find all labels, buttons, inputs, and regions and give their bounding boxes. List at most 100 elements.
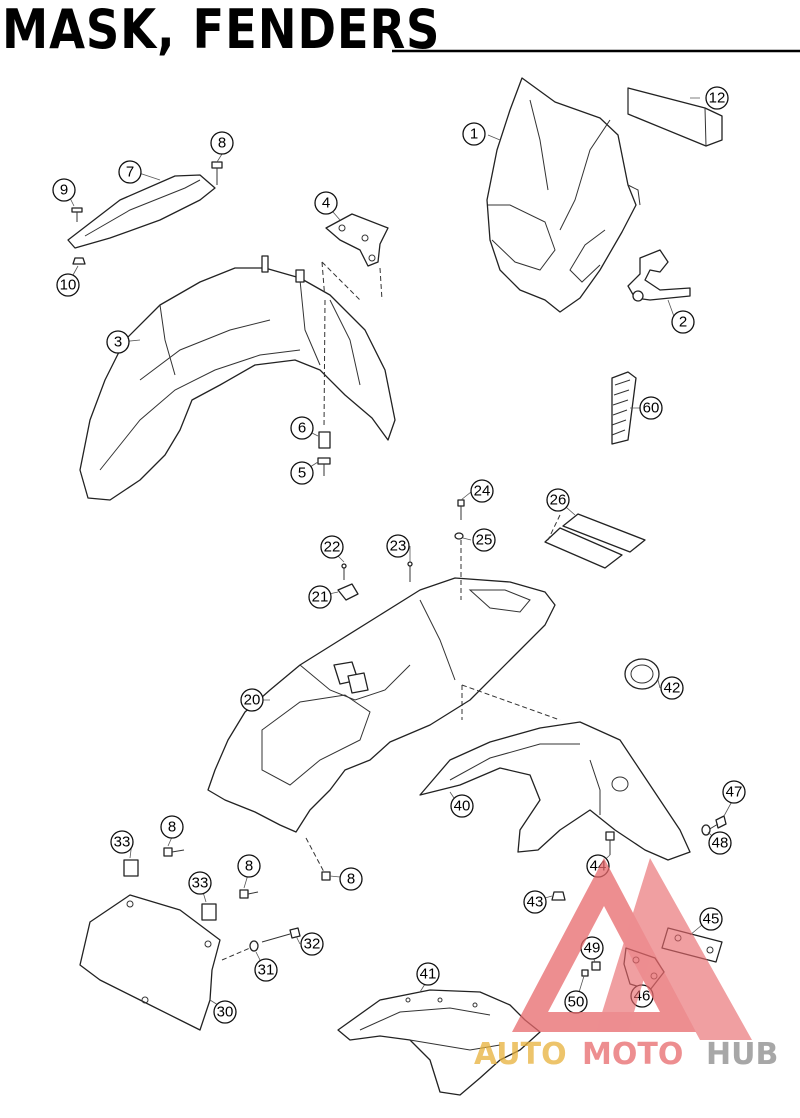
part-rear-hardware <box>551 815 727 901</box>
callout-2: 2 <box>671 310 695 334</box>
svg-text:47: 47 <box>726 784 743 801</box>
part-speed-nut-a <box>123 859 139 877</box>
callout-45: 45 <box>699 907 723 931</box>
svg-text:41: 41 <box>420 966 437 983</box>
callout-22: 22 <box>320 535 344 559</box>
part-washer-bolt <box>221 927 301 961</box>
part-bolt-8-lower-c <box>305 837 331 881</box>
watermark-text-auto: AUTO <box>474 1037 567 1072</box>
part-plug <box>624 658 660 690</box>
callout-6: 6 <box>290 416 314 440</box>
svg-text:32: 32 <box>304 936 321 953</box>
svg-text:6: 6 <box>298 420 306 437</box>
callout-25: 25 <box>472 528 496 552</box>
callout-12: 12 <box>705 86 729 110</box>
callout-4: 4 <box>314 191 338 215</box>
svg-text:21: 21 <box>312 589 329 606</box>
callout-32: 32 <box>300 932 324 956</box>
callout-50: 50 <box>564 990 588 1014</box>
svg-text:25: 25 <box>476 532 493 549</box>
svg-text:45: 45 <box>703 911 720 928</box>
svg-text:3: 3 <box>114 334 122 351</box>
callout-8-lower-b: 8 <box>237 854 261 878</box>
svg-text:1: 1 <box>470 126 478 143</box>
callout-40: 40 <box>450 794 474 818</box>
svg-text:9: 9 <box>60 182 68 199</box>
svg-text:33: 33 <box>192 875 209 892</box>
callout-31: 31 <box>254 958 278 982</box>
callout-8-lower-c: 8 <box>339 867 363 891</box>
svg-text:30: 30 <box>217 1004 234 1021</box>
part-rear-fender-bottom <box>337 989 541 1096</box>
callout-48: 48 <box>708 831 732 855</box>
callout-26: 26 <box>546 488 570 512</box>
callout-30: 30 <box>213 1000 237 1024</box>
svg-text:20: 20 <box>244 692 261 709</box>
callout-7: 7 <box>118 160 142 184</box>
part-bracket <box>321 213 389 301</box>
part-headlight-mask <box>486 77 641 313</box>
svg-text:42: 42 <box>664 680 681 697</box>
callout-8-lower-a: 8 <box>160 815 184 839</box>
svg-text:43: 43 <box>527 894 544 911</box>
callout-10: 10 <box>56 273 80 297</box>
part-screw-9 <box>71 207 83 222</box>
callout-3: 3 <box>106 330 130 354</box>
svg-text:8: 8 <box>168 819 176 836</box>
svg-text:24: 24 <box>474 483 491 500</box>
callout-9: 9 <box>52 178 76 202</box>
part-speed-nut-b <box>201 903 217 921</box>
callout-23: 23 <box>386 534 410 558</box>
svg-text:22: 22 <box>324 539 341 556</box>
svg-text:7: 7 <box>126 164 134 181</box>
svg-text:4: 4 <box>322 195 330 212</box>
page-title: MASK, FENDERS <box>2 0 441 61</box>
part-rear-fender-lower <box>419 684 691 861</box>
part-plate-holder <box>79 894 221 1031</box>
callout-47: 47 <box>722 780 746 804</box>
callout-49: 49 <box>580 936 604 960</box>
part-filter-pad <box>611 371 637 445</box>
callout-1: 1 <box>462 122 486 146</box>
part-front-fender <box>79 255 396 501</box>
svg-text:5: 5 <box>298 465 306 482</box>
callout-60: 60 <box>639 396 663 420</box>
part-velcro-strips <box>544 513 646 569</box>
part-nut-10 <box>72 257 86 265</box>
svg-text:49: 49 <box>584 940 601 957</box>
svg-text:10: 10 <box>60 277 77 294</box>
watermark-logo: AUTO MOTO HUB <box>474 858 778 1072</box>
callout-42: 42 <box>660 676 684 700</box>
watermark-text-moto: MOTO <box>582 1037 683 1072</box>
callout-20: 20 <box>240 688 264 712</box>
part-rear-fender <box>207 577 556 833</box>
svg-text:12: 12 <box>709 90 726 107</box>
part-bolt-8-lower-b <box>239 889 259 899</box>
callout-8-top: 8 <box>210 131 234 155</box>
svg-text:48: 48 <box>712 835 729 852</box>
svg-text:60: 60 <box>643 400 660 417</box>
part-foam-strip <box>627 87 723 147</box>
svg-text:26: 26 <box>550 492 567 509</box>
svg-text:8: 8 <box>245 858 253 875</box>
svg-text:31: 31 <box>258 962 275 979</box>
svg-text:23: 23 <box>390 538 407 555</box>
part-front-cover <box>67 174 216 249</box>
svg-text:8: 8 <box>347 871 355 888</box>
callout-5: 5 <box>290 461 314 485</box>
callout-33-b: 33 <box>188 871 212 895</box>
callout-33-a: 33 <box>110 830 134 854</box>
callout-24: 24 <box>470 479 494 503</box>
callout-43: 43 <box>523 890 547 914</box>
watermark-text-hub: HUB <box>706 1037 778 1072</box>
callout-41: 41 <box>416 962 440 986</box>
callout-21: 21 <box>308 585 332 609</box>
svg-text:50: 50 <box>568 994 585 1011</box>
part-bolt-8-lower-a <box>163 847 185 857</box>
part-headlight-clamp <box>627 249 691 302</box>
part-bolt-8-top <box>211 161 223 185</box>
svg-text:2: 2 <box>679 314 687 331</box>
svg-text:8: 8 <box>218 135 226 152</box>
svg-text:40: 40 <box>454 798 471 815</box>
